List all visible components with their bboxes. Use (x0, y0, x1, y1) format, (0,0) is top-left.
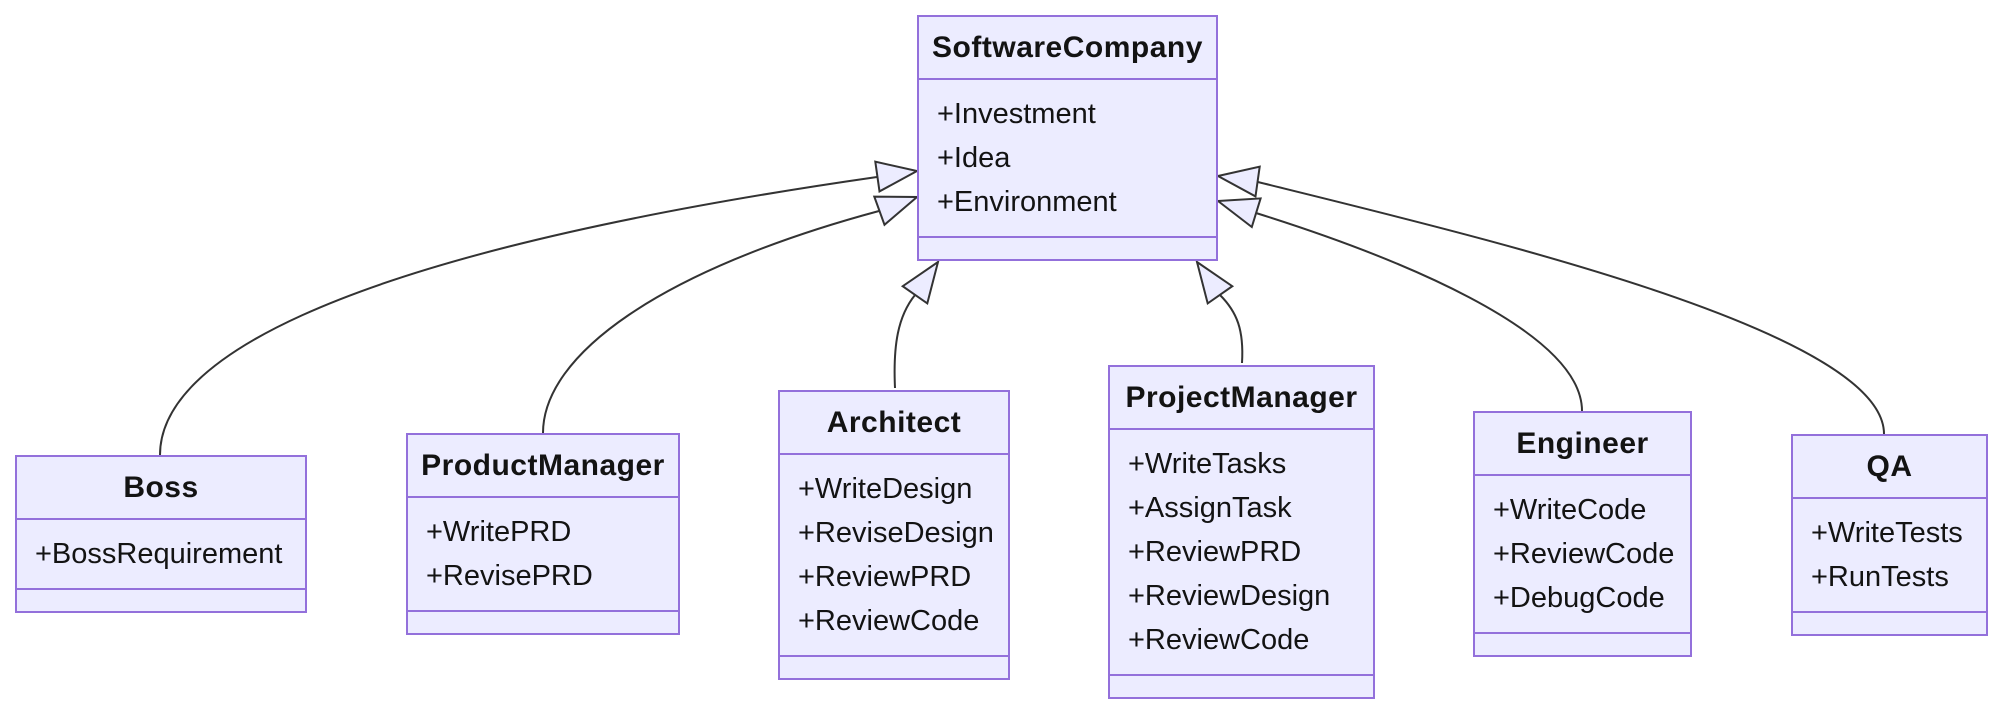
class-attributes: +WriteCode +ReviewCode +DebugCode (1475, 476, 1690, 632)
attribute-item: +BossRequirement (35, 538, 283, 570)
class-attributes: +BossRequirement (17, 520, 305, 588)
attribute-item: +ReviewCode (1493, 538, 1675, 570)
class-title: ProjectManager (1110, 367, 1373, 430)
class-title: QA (1793, 436, 1986, 499)
class-methods-empty (919, 236, 1216, 259)
attribute-item: +ReviewCode (1128, 624, 1310, 656)
class-attributes: +WriteDesign +ReviseDesign +ReviewPRD +R… (780, 455, 1008, 655)
class-methods-empty (1475, 632, 1690, 655)
class-box-softwarecompany: SoftwareCompany +Investment +Idea +Envir… (917, 15, 1218, 261)
attribute-item: +RevisePRD (426, 560, 593, 592)
class-methods-empty (17, 588, 305, 611)
attribute-item: +DebugCode (1493, 582, 1665, 614)
class-box-engineer: Engineer +WriteCode +ReviewCode +DebugCo… (1473, 411, 1692, 657)
edge-projectmanager-to-softwarecompany (1219, 294, 1244, 364)
attribute-item: +WriteCode (1493, 494, 1647, 526)
class-methods-empty (1110, 674, 1373, 697)
inheritance-arrowhead-engineer (1215, 197, 1262, 229)
class-title: SoftwareCompany (919, 17, 1216, 80)
inheritance-arrowhead-boss (874, 160, 920, 193)
class-methods-empty (408, 610, 678, 633)
attribute-item: +WriteTests (1811, 517, 1963, 549)
attribute-item: +ReviewDesign (1128, 580, 1331, 612)
attribute-item: +ReviewCode (798, 605, 980, 637)
attribute-item: +RunTests (1811, 561, 1949, 593)
attribute-item: +Idea (937, 142, 1011, 174)
class-methods-empty (1793, 611, 1986, 634)
class-attributes: +WriteTests +RunTests (1793, 499, 1986, 611)
attribute-item: +WriteTasks (1128, 448, 1287, 480)
class-box-projectmanager: ProjectManager +WriteTasks +AssignTask +… (1108, 365, 1375, 699)
inheritance-arrowhead-projectmanager (1195, 259, 1235, 306)
class-attributes: +Investment +Idea +Environment (919, 80, 1216, 236)
inheritance-arrowhead-qa (1215, 165, 1261, 198)
attribute-item: +ReviseDesign (798, 517, 994, 549)
edge-productmanager-to-softwarecompany (542, 210, 880, 434)
attribute-item: +Environment (937, 186, 1117, 218)
edge-engineer-to-softwarecompany (1255, 212, 1583, 412)
edge-boss-to-softwarecompany (159, 176, 878, 456)
class-methods-empty (780, 655, 1008, 678)
class-title: Boss (17, 457, 305, 520)
attribute-item: +ReviewPRD (1128, 536, 1302, 568)
class-box-productmanager: ProductManager +WritePRD +RevisePRD (406, 433, 680, 635)
attribute-item: +WriteDesign (798, 473, 973, 505)
attribute-item: +ReviewPRD (798, 561, 972, 593)
class-box-qa: QA +WriteTests +RunTests (1791, 434, 1988, 636)
edge-architect-to-softwarecompany (893, 294, 916, 389)
inheritance-arrowhead-architect (900, 259, 940, 306)
attribute-item: +Investment (937, 98, 1096, 130)
edge-qa-to-softwarecompany (1257, 181, 1885, 435)
class-box-architect: Architect +WriteDesign +ReviseDesign +Re… (778, 390, 1010, 680)
class-attributes: +WriteTasks +AssignTask +ReviewPRD +Revi… (1110, 430, 1373, 674)
class-title: Architect (780, 392, 1008, 455)
class-attributes: +WritePRD +RevisePRD (408, 498, 678, 610)
class-title: ProductManager (408, 435, 678, 498)
class-title: Engineer (1475, 413, 1690, 476)
class-box-boss: Boss +BossRequirement (15, 455, 307, 613)
inheritance-arrowhead-productmanager (872, 195, 920, 227)
attribute-item: +WritePRD (426, 516, 572, 548)
attribute-item: +AssignTask (1128, 492, 1292, 524)
